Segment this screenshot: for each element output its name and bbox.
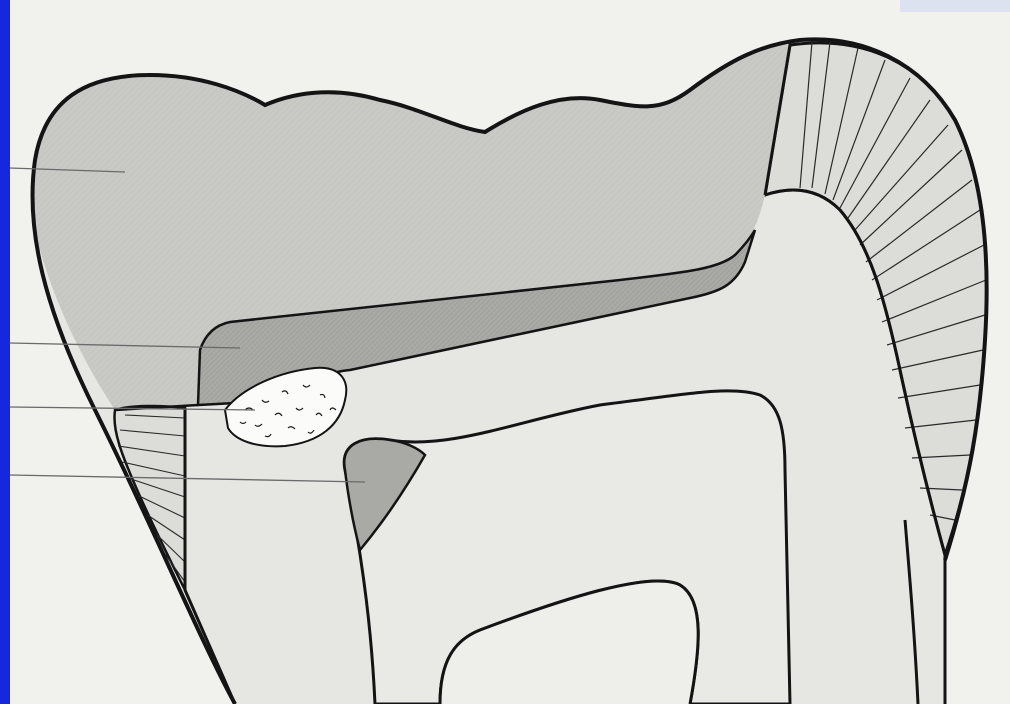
corner-mark	[900, 0, 1010, 12]
